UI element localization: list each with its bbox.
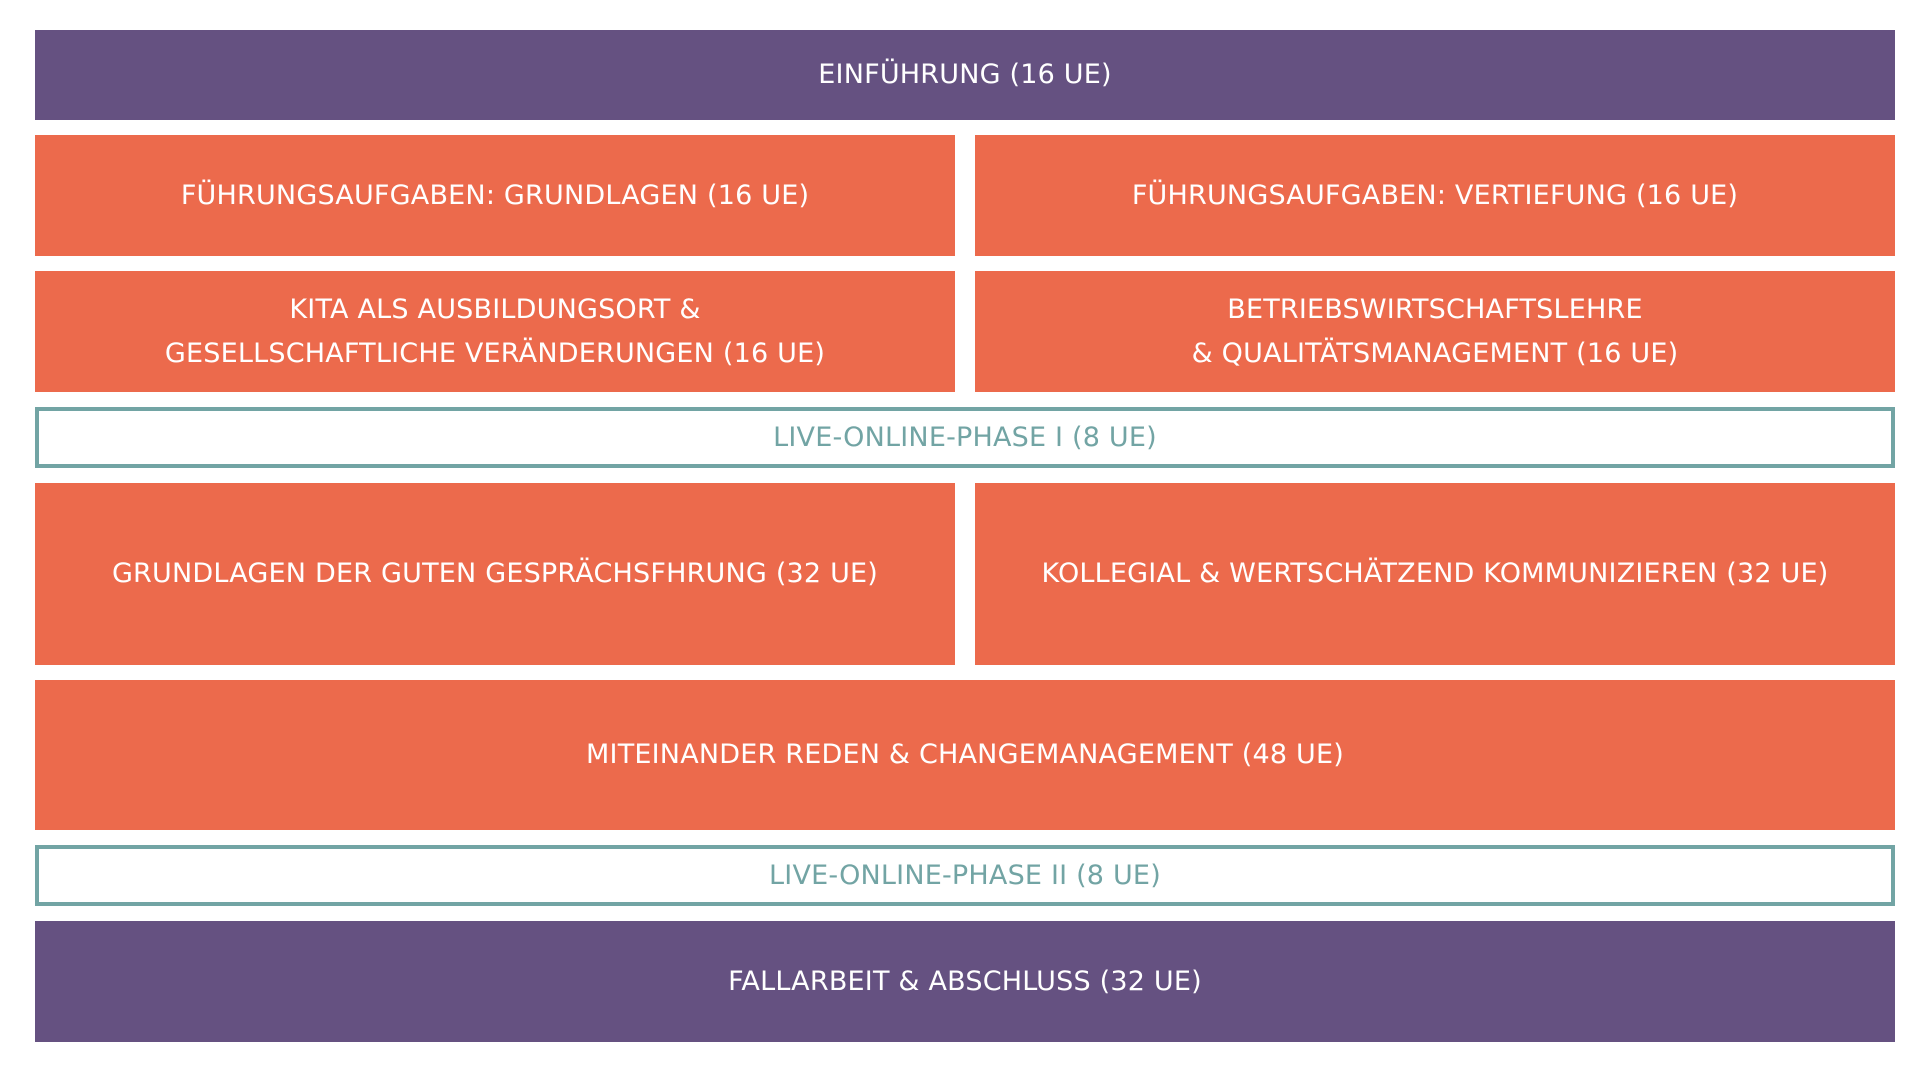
module-fuehrung-vertiefung-label: FÜHRUNGSAUFGABEN: VERTIEFUNG (16 UE): [1131, 179, 1739, 211]
module-kollegial: KOLLEGIAL & WERTSCHÄTZEND KOMMUNIZIEREN …: [975, 483, 1895, 665]
module-fallarbeit: FALLARBEIT & ABSCHLUSS (32 UE): [35, 921, 1895, 1042]
module-kita-label-line1: KITA ALS AUSBILDUNGSORT &: [289, 293, 701, 325]
module-gespraechsfuehrung: GRUNDLAGEN DER GUTEN GESPRÄCHSFHRUNG (32…: [35, 483, 955, 665]
module-bwl-label-line1: BETRIEBSWIRTSCHAFTSLEHRE: [1227, 293, 1643, 325]
phase-live-online-1-label: LIVE-ONLINE-PHASE I (8 UE): [773, 421, 1157, 453]
phase-live-online-1: LIVE-ONLINE-PHASE I (8 UE): [35, 407, 1895, 468]
module-fuehrung-grundlagen-label: FÜHRUNGSAUFGABEN: GRUNDLAGEN (16 UE): [180, 179, 810, 211]
module-miteinander: MITEINANDER REDEN & CHANGEMANAGEMENT (48…: [35, 680, 1895, 830]
module-fuehrung-vertiefung: FÜHRUNGSAUFGABEN: VERTIEFUNG (16 UE): [975, 135, 1895, 256]
module-einfuehrung: EINFÜHRUNG (16 UE): [35, 30, 1895, 120]
module-bwl: BETRIEBSWIRTSCHAFTSLEHRE & QUALITÄTSMANA…: [975, 271, 1895, 392]
phase-live-online-2: LIVE-ONLINE-PHASE II (8 UE): [35, 845, 1895, 906]
module-gespraechsfuehrung-label: GRUNDLAGEN DER GUTEN GESPRÄCHSFHRUNG (32…: [111, 558, 879, 589]
module-kita: KITA ALS AUSBILDUNGSORT & GESELLSCHAFTLI…: [35, 271, 955, 392]
module-miteinander-label: MITEINANDER REDEN & CHANGEMANAGEMENT (48…: [586, 739, 1344, 770]
module-kita-label-line2: GESELLSCHAFTLICHE VERÄNDERUNGEN (16 UE): [164, 337, 826, 369]
module-kollegial-label: KOLLEGIAL & WERTSCHÄTZEND KOMMUNIZIEREN …: [1041, 558, 1829, 589]
module-bwl-label-line2: & QUALITÄTSMANAGEMENT (16 UE): [1191, 337, 1679, 369]
module-fallarbeit-label: FALLARBEIT & ABSCHLUSS (32 UE): [728, 965, 1202, 997]
module-fuehrung-grundlagen: FÜHRUNGSAUFGABEN: GRUNDLAGEN (16 UE): [35, 135, 955, 256]
module-einfuehrung-label: EINFÜHRUNG (16 UE): [818, 59, 1112, 90]
phase-live-online-2-label: LIVE-ONLINE-PHASE II (8 UE): [769, 859, 1161, 891]
